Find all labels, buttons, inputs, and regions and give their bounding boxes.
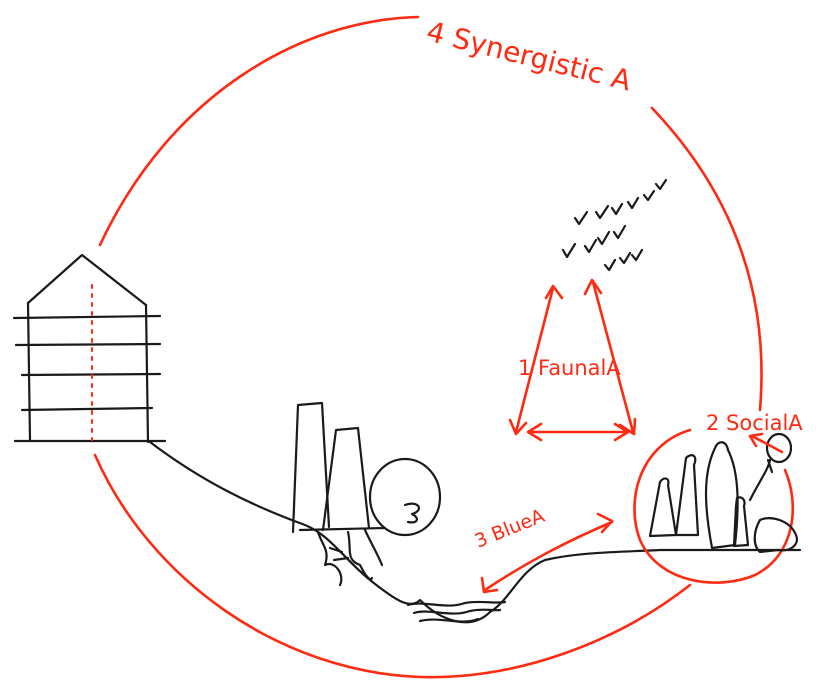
social-label: 2 SocialA (706, 411, 803, 435)
tree-group (293, 403, 440, 585)
birds-flock (563, 180, 666, 270)
synergistic-circle-arc-bottom (95, 455, 690, 677)
faunal-label: 1 FaunalA (518, 356, 621, 380)
house-building (14, 255, 165, 442)
synergistic-circle-arc (100, 17, 418, 245)
people-group (650, 434, 797, 552)
synergistic-label: 4 Synergistic A (423, 15, 634, 98)
synergistic-circle-arc-right (652, 108, 762, 410)
blue-label: 3 BlueA (472, 505, 548, 553)
